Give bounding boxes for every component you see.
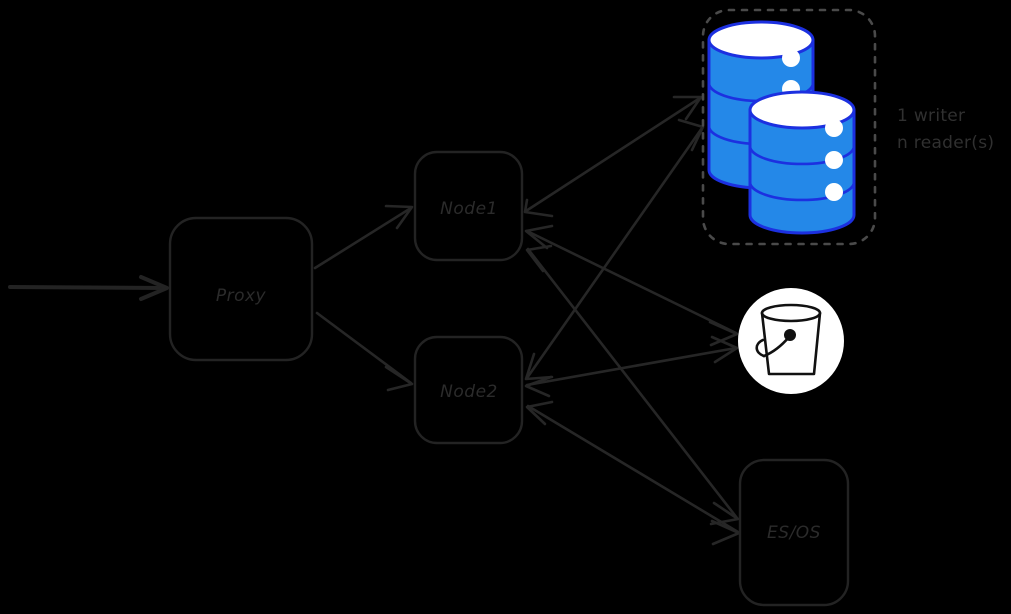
- annotation-reader-line: n reader(s): [897, 133, 994, 153]
- edge-proxy-to-node2: [315, 311, 414, 392]
- writer-database-top: [707, 20, 815, 60]
- writer-db-indicator-1: [782, 49, 800, 67]
- search-label: ES/OS: [767, 523, 821, 543]
- reader-database-top: [748, 90, 856, 130]
- database-annotation: 1 writer n reader(s): [897, 106, 994, 153]
- edge-proxy-to-node1: [313, 204, 414, 270]
- edge-node2-to-bucket: [524, 335, 739, 398]
- edge-node1-to-search: [525, 244, 740, 526]
- node1-box[interactable]: [413, 150, 524, 262]
- object-storage-bucket[interactable]: [738, 288, 844, 394]
- reader-db-indicator-2: [825, 151, 843, 169]
- bucket-icon: [755, 303, 822, 376]
- reader-db-indicator-1: [825, 119, 843, 137]
- bucket-background-circle: [738, 288, 844, 394]
- edge-node1-to-database: [523, 95, 703, 218]
- node-proxy[interactable]: Proxy: [168, 216, 314, 362]
- node-search-engine[interactable]: ES/OS: [738, 458, 850, 607]
- proxy-box[interactable]: [168, 216, 314, 362]
- search-box[interactable]: [738, 458, 850, 607]
- node1-label: Node1: [440, 199, 498, 219]
- edge-node2-to-database: [524, 118, 705, 381]
- node2-box[interactable]: [413, 335, 524, 445]
- reader-db-indicator-3: [825, 183, 843, 201]
- node2-label: Node2: [440, 382, 498, 402]
- reader-database-cylinder[interactable]: [748, 90, 856, 235]
- node-node1[interactable]: Node1: [413, 150, 524, 262]
- bucket-handle-knob: [784, 329, 796, 341]
- proxy-label: Proxy: [216, 286, 267, 306]
- annotation-writer-line: 1 writer: [897, 106, 965, 126]
- edge-node2-to-search: [525, 400, 741, 546]
- database-group-border: [701, 8, 877, 246]
- incoming-traffic-arrow: [8, 275, 169, 301]
- node-node2[interactable]: Node2: [413, 335, 524, 445]
